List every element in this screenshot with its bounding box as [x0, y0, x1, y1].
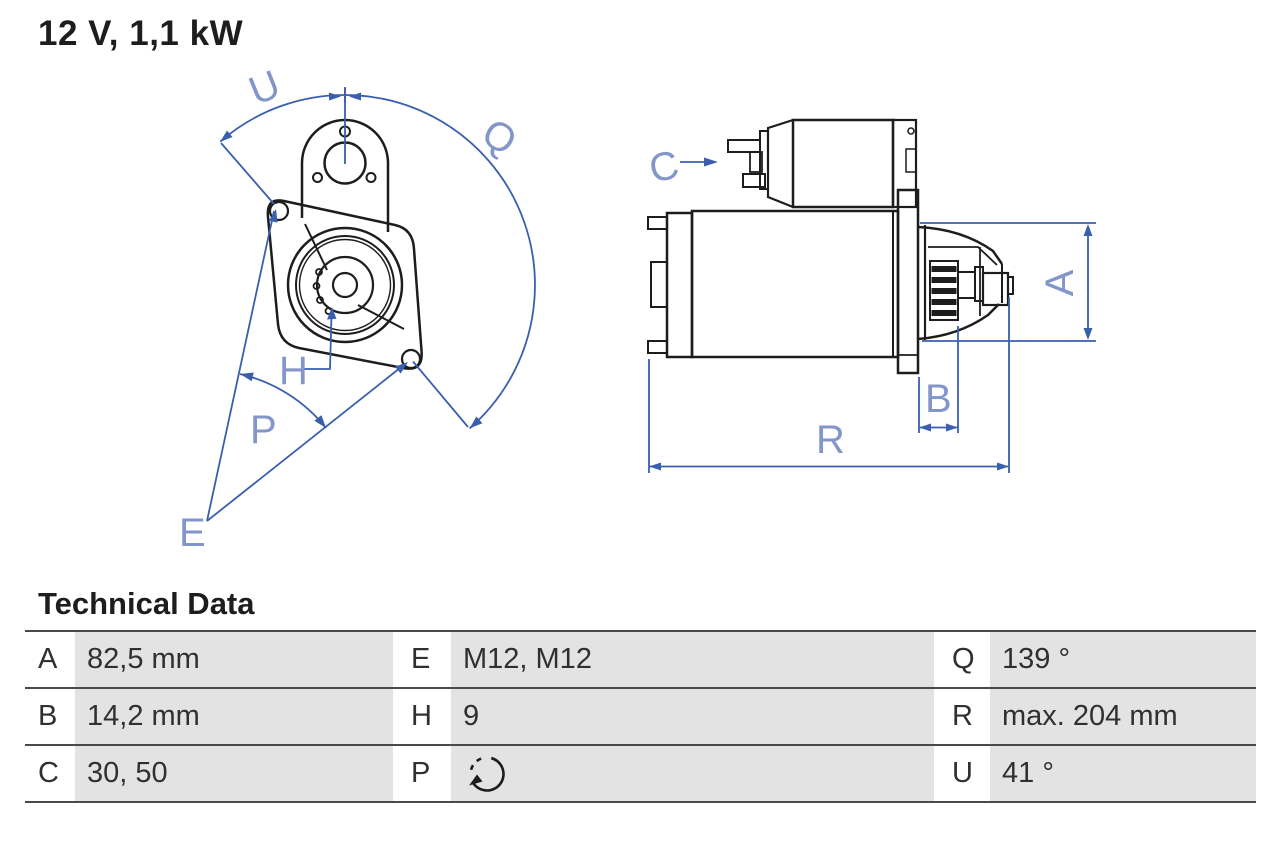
b-arrow-right-icon	[946, 423, 958, 432]
solenoid-terminal-lower	[742, 173, 766, 188]
gear-tooth	[316, 296, 324, 304]
solenoid-terminal-plate	[759, 130, 769, 190]
b-arrow-left-icon	[919, 423, 931, 432]
solenoid-body	[791, 118, 895, 209]
rotation-direction-clockwise-icon	[469, 756, 505, 792]
gear-tooth	[315, 268, 323, 276]
dim-label-c: C	[645, 143, 682, 192]
drive-housing-top-inner	[928, 246, 998, 266]
flange-bore-outer	[286, 226, 404, 344]
e-arrow-1-icon	[268, 209, 278, 223]
bracket-side-hole-right	[365, 172, 377, 183]
dim-key: U	[934, 746, 990, 801]
dim-value-rotation	[451, 746, 934, 801]
pinion-circle	[315, 255, 375, 315]
technical-data-table: A 82,5 mm E M12, M12 Q 139 ° B 14,2 mm H…	[25, 630, 1256, 803]
p-arrow-top-icon	[240, 372, 254, 382]
dim-label-a: A	[1038, 269, 1082, 296]
technical-data-heading: Technical Data	[38, 586, 255, 621]
dim-key: C	[25, 746, 75, 801]
shaft-collar	[974, 266, 984, 302]
side-view-dimensions: C A B R	[645, 143, 1096, 473]
pinion-gear-tooth	[931, 266, 957, 272]
dim-value: 30, 50	[75, 746, 393, 801]
flange-outline	[266, 199, 423, 370]
table-row: A 82,5 mm E M12, M12 Q 139 °	[25, 630, 1256, 687]
flange-hole-bottom-right	[400, 348, 422, 370]
rear-tab-top	[647, 216, 668, 230]
solenoid-terminal-mid	[749, 151, 763, 173]
dim-label-e: E	[179, 511, 206, 555]
dim-value: max. 204 mm	[990, 689, 1256, 744]
gear-tooth	[312, 282, 321, 290]
p-arrow-bottom-icon	[314, 415, 326, 428]
pinion-shaft	[957, 271, 976, 299]
flange-bore-ring2	[298, 238, 392, 332]
tick-arrow-right-icon	[349, 92, 361, 101]
q-ray-line	[412, 360, 469, 428]
shaft-end-block	[981, 271, 1010, 307]
solenoid-flange-hole	[907, 127, 915, 135]
pinion-gear-tooth	[931, 288, 957, 294]
rear-end-cap	[665, 211, 694, 359]
table-row: C 30, 50 P U 41 °	[25, 744, 1256, 801]
rear-terminal-block	[650, 261, 668, 308]
rear-tab-bottom	[647, 340, 668, 354]
solenoid-terminal-upper	[727, 139, 761, 153]
solenoid-taper	[766, 118, 794, 209]
angle-arc-u-q	[219, 94, 536, 430]
dim-value: 82,5 mm	[75, 632, 393, 687]
r-arrow-left-icon	[649, 462, 661, 471]
page-title: 12 V, 1,1 kW	[38, 14, 244, 53]
h-leader-line	[303, 310, 333, 370]
dim-key: H	[393, 689, 451, 744]
front-view-dimensions: U Q E P H	[179, 62, 536, 555]
dim-value: M12, M12	[451, 632, 934, 687]
table-row: B 14,2 mm H 9 R max. 204 mm	[25, 687, 1256, 744]
a-arrow-bottom-icon	[1083, 328, 1093, 340]
e-leader-line-1	[206, 210, 275, 522]
mounting-plate	[896, 188, 920, 375]
dim-key: R	[934, 689, 990, 744]
dim-label-b: B	[925, 377, 952, 421]
dim-label-q: Q	[474, 110, 524, 164]
solenoid-flange-notch	[905, 148, 917, 173]
bore-chamfer-lines	[304, 223, 405, 330]
pinion-gear-tooth	[931, 277, 957, 283]
bracket-side-hole-left	[312, 172, 323, 183]
arc-end-arrow-left-icon	[220, 130, 233, 142]
shaft-end-cap	[1007, 276, 1014, 295]
h-arrow-icon	[327, 307, 337, 320]
dim-label-r: R	[816, 418, 845, 462]
dim-value: 14,2 mm	[75, 689, 393, 744]
flange-hole-top-left	[268, 200, 290, 222]
dim-key: A	[25, 632, 75, 687]
c-arrow-icon	[704, 157, 718, 167]
dim-value: 9	[451, 689, 934, 744]
e-arrow-2-icon	[395, 362, 408, 374]
pinion-gear-tooth	[931, 299, 957, 305]
pinion-gear-tooth	[931, 310, 957, 316]
starter-motor-technical-drawing: U Q E P H	[179, 62, 1096, 555]
dim-key: P	[393, 746, 451, 801]
side-view-drawing	[647, 118, 1014, 375]
a-arrow-top-icon	[1083, 224, 1093, 236]
u-ray-line	[220, 142, 275, 205]
e-leader-line-2	[206, 363, 406, 522]
motor-body	[690, 209, 900, 359]
dim-key: B	[25, 689, 75, 744]
shaft-hole	[331, 271, 359, 299]
dim-value: 139 °	[990, 632, 1256, 687]
dim-value: 41 °	[990, 746, 1256, 801]
drive-housing-top	[917, 225, 1004, 265]
arc-end-arrow-right-icon	[469, 416, 483, 429]
dim-label-h: H	[279, 349, 308, 393]
r-arrow-right-icon	[997, 462, 1009, 471]
drive-housing-bottom	[917, 303, 1000, 341]
dim-key: E	[393, 632, 451, 687]
dim-label-p: P	[250, 408, 277, 452]
tick-arrow-left-icon	[329, 92, 341, 101]
flange-bore-ring	[295, 235, 395, 335]
dim-key: Q	[934, 632, 990, 687]
